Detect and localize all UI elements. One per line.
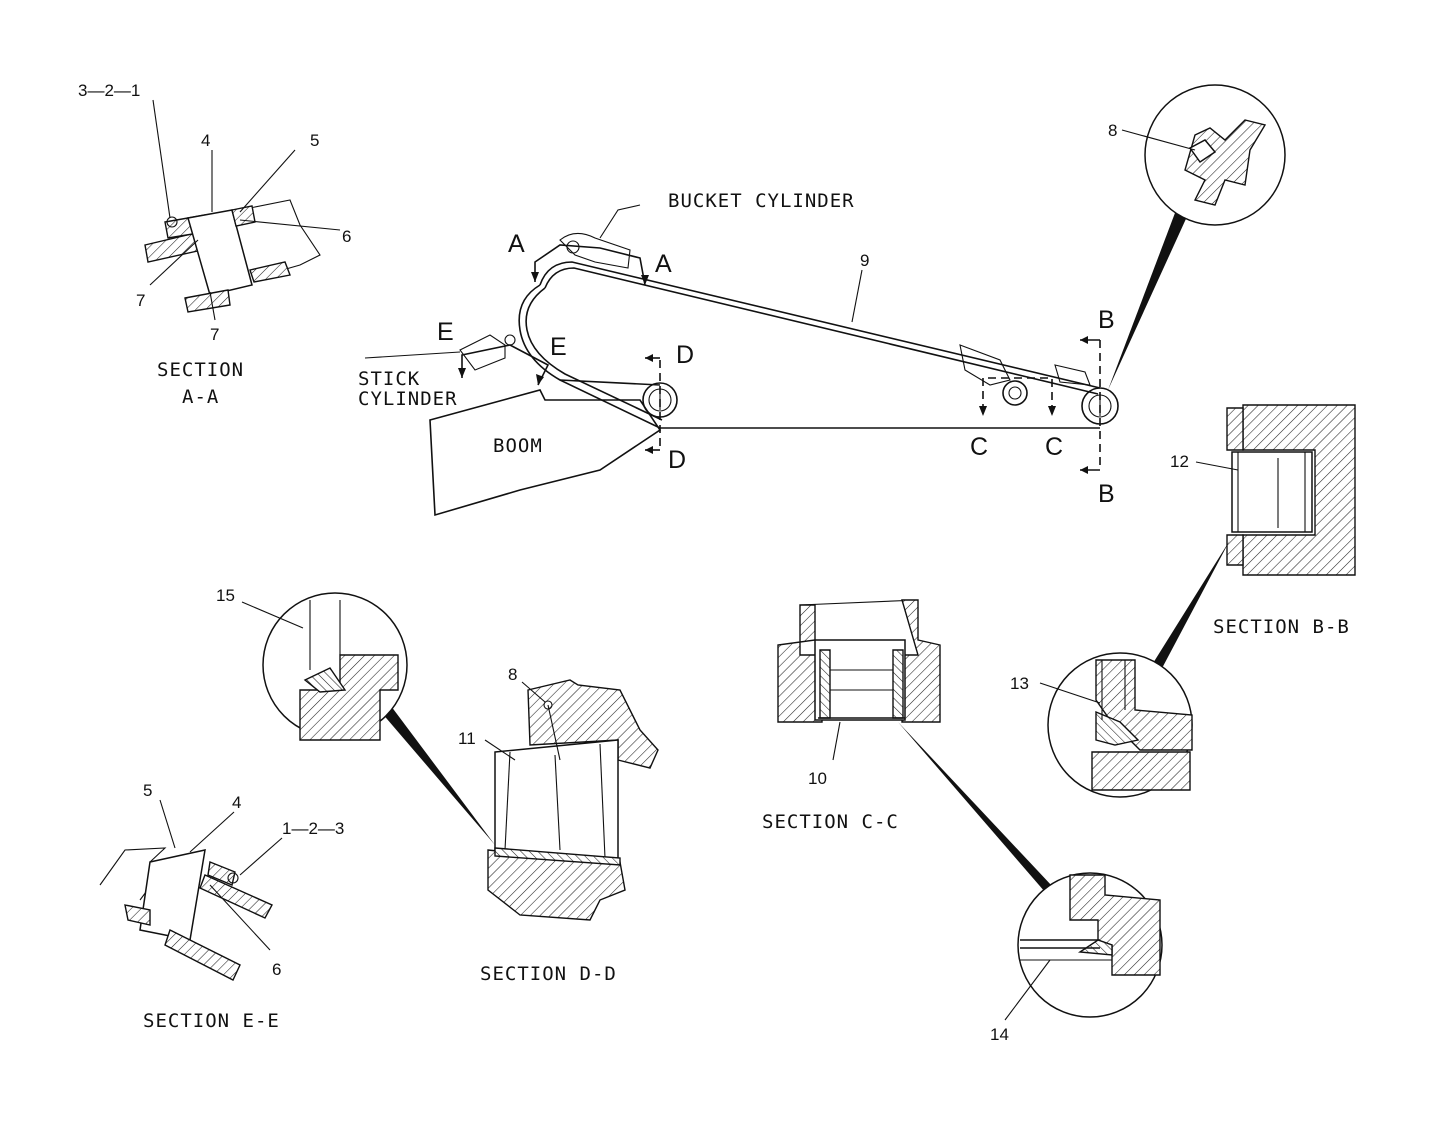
cut-d-top: D <box>676 341 694 369</box>
cut-d-bottom: D <box>668 446 686 474</box>
callout-dd-11: 11 <box>458 729 476 748</box>
section-d-d-drawing <box>241 592 659 921</box>
section-a-title-1: SECTION <box>157 359 244 381</box>
callout-a-321: 3—2—1 <box>78 81 140 100</box>
callout-dd-15: 15 <box>216 586 235 605</box>
section-cc-title: SECTION C-C <box>762 811 899 833</box>
stick-assembly <box>364 204 1119 517</box>
section-a-a-drawing <box>144 99 341 321</box>
callout-ee-123: 1—2—3 <box>282 819 344 838</box>
section-dd-title: SECTION D-D <box>480 963 617 985</box>
callout-cc-14: 14 <box>990 1025 1009 1044</box>
cut-a-left: A <box>508 230 525 258</box>
boom-outline <box>429 389 662 517</box>
linkage-pin <box>1002 380 1028 406</box>
stick-cylinder <box>459 334 506 371</box>
callout-top-8: 8 <box>1108 121 1117 140</box>
callout-a-7a: 7 <box>136 291 145 310</box>
cut-a-right: A <box>655 250 672 278</box>
detail-circle-8 <box>1108 84 1286 390</box>
cut-b-top: B <box>1098 306 1115 334</box>
cut-c-right: C <box>1045 433 1063 461</box>
bucket-cylinder-label: BUCKET CYLINDER <box>668 190 855 212</box>
cut-c-left: C <box>970 433 988 461</box>
cut-b-bottom: B <box>1098 480 1115 508</box>
callout-a-6: 6 <box>342 227 351 246</box>
callout-ee-4: 4 <box>232 793 241 812</box>
callout-ee-5: 5 <box>143 781 152 800</box>
section-bb-title: SECTION B-B <box>1213 616 1350 638</box>
cut-e-right: E <box>550 333 567 361</box>
stick-label: STICK <box>358 368 420 390</box>
callout-a-4: 4 <box>201 131 210 150</box>
callout-bb-13: 13 <box>1010 674 1029 693</box>
section-a-title-2: A-A <box>182 386 219 408</box>
cut-e-left: E <box>437 318 454 346</box>
boom-label: BOOM <box>493 435 543 457</box>
callout-bb-12: 12 <box>1170 452 1189 471</box>
callout-a-7b: 7 <box>210 325 219 344</box>
callout-cc-10: 10 <box>808 769 827 788</box>
callout-dd-8: 8 <box>508 665 517 684</box>
cylinder-label: CYLINDER <box>358 388 458 410</box>
section-c-c-drawing <box>777 599 1163 1021</box>
section-ee-title: SECTION E-E <box>143 1010 280 1032</box>
section-b-b-drawing <box>1039 404 1356 798</box>
callout-ee-6: 6 <box>272 960 281 979</box>
callout-9: 9 <box>860 251 869 270</box>
callout-a-5: 5 <box>310 131 319 150</box>
bucket-cylinder <box>559 232 631 269</box>
section-e-e-drawing <box>99 799 283 981</box>
